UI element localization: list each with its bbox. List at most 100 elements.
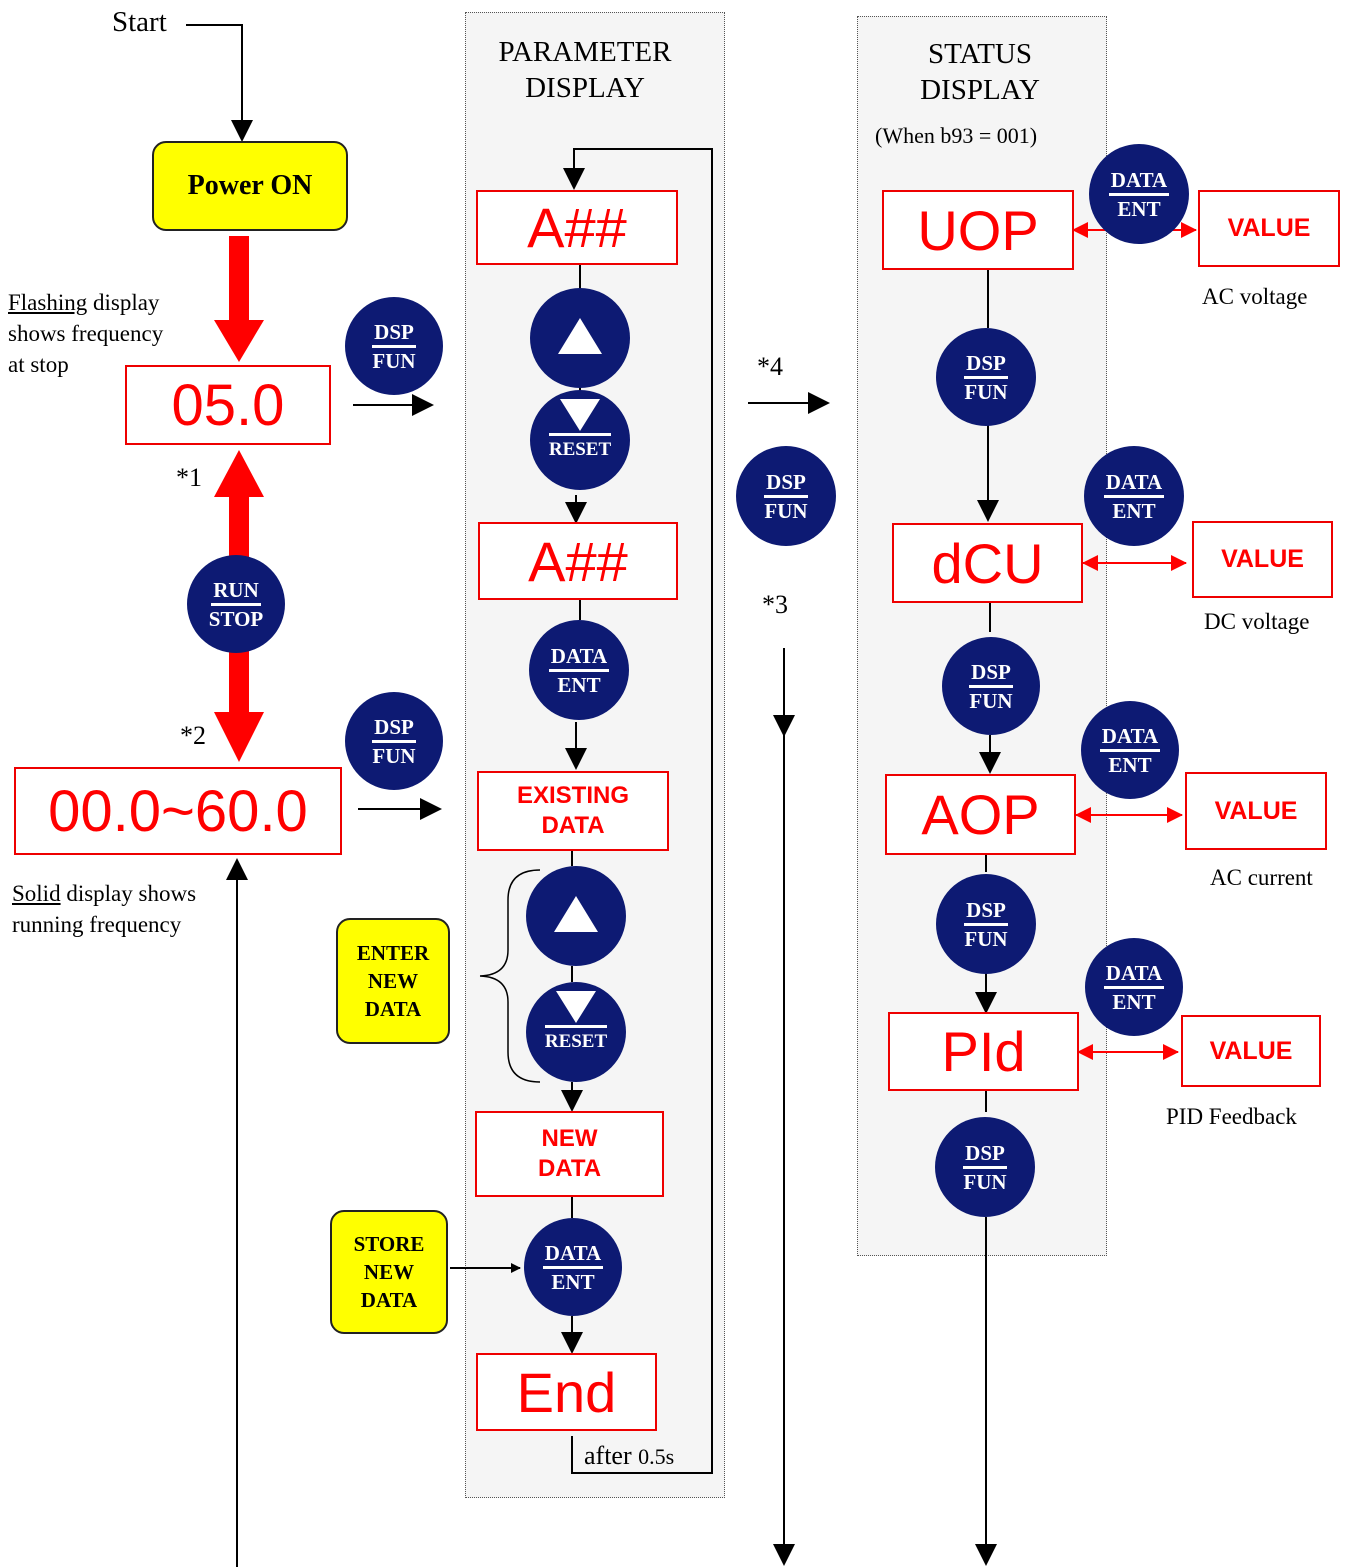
after-label: after <box>584 1441 639 1470</box>
down-reset-button-2[interactable]: RESET <box>526 982 626 1082</box>
data-label: DATA <box>1103 961 1165 989</box>
caption-ac-current: AC current <box>1210 865 1313 890</box>
running-frequency-display: 00.0~60.0 <box>14 767 342 855</box>
value-label: VALUE <box>1227 214 1311 242</box>
start-label: Start <box>112 6 167 38</box>
dsp-fun-button-1[interactable]: DSP FUN <box>345 297 443 395</box>
down-reset-button-1[interactable]: RESET <box>530 390 630 490</box>
status-flow-lines <box>975 270 1001 1566</box>
existing-line2: DATA <box>541 812 605 839</box>
after-delay-label: after 0.5s <box>584 1441 674 1471</box>
status-code-pid: PId <box>888 1012 1079 1091</box>
value-label: VALUE <box>1209 1036 1293 1065</box>
note-1: *1 <box>176 463 202 492</box>
data-label: DATA <box>548 644 610 672</box>
note-2: *2 <box>180 721 206 750</box>
data-ent-button-aop[interactable]: DATA ENT <box>1081 701 1179 799</box>
end-display: End <box>476 1353 657 1431</box>
value-label: VALUE <box>1221 545 1304 573</box>
stop-label: STOP <box>208 606 264 631</box>
status-code-pid-text: PId <box>941 1020 1026 1083</box>
brace <box>479 869 541 1083</box>
fun-label: FUN <box>764 498 808 523</box>
caption-ac-voltage: AC voltage <box>1202 284 1308 309</box>
power-on-label: Power ON <box>187 170 313 201</box>
fun-label: FUN <box>372 743 416 768</box>
running-frequency-value: 00.0~60.0 <box>48 778 308 844</box>
solid-underlined: Solid <box>12 881 61 906</box>
red-flow-arrows <box>214 236 264 762</box>
dsp-label: DSP <box>963 1141 1007 1169</box>
status-title-line2: DISPLAY <box>920 74 1040 106</box>
after-time: 0.5s <box>638 1444 675 1469</box>
data-label: DATA <box>1108 168 1170 196</box>
data-ent-button-pid[interactable]: DATA ENT <box>1085 938 1183 1036</box>
dsp-fun-button-3[interactable]: DSP FUN <box>736 446 836 546</box>
enter-new-data-box: ENTER NEW DATA <box>336 918 450 1044</box>
status-code-aop: AOP <box>885 774 1076 855</box>
down-arrow-icon <box>560 398 600 431</box>
parameter-panel-title: PARAMETER DISPLAY <box>465 34 705 106</box>
status-code-uop-text: UOP <box>917 198 1039 262</box>
solid-note: Solid display shows running frequency <box>12 878 196 940</box>
flashing-line3: at stop <box>8 352 69 377</box>
run-stop-button[interactable]: RUN STOP <box>187 555 285 653</box>
flashing-underlined: Flashing <box>8 290 88 315</box>
ent-label: ENT <box>551 1269 595 1294</box>
data-label: DATA <box>542 1241 604 1269</box>
note-4: *4 <box>757 352 783 381</box>
dsp-label: DSP <box>969 660 1013 688</box>
data-ent-button-uop[interactable]: DATA ENT <box>1089 144 1189 244</box>
parameter-code-display-2: A## <box>478 522 678 600</box>
status-code-uop: UOP <box>882 190 1074 270</box>
store-new-data-box: STORE NEW DATA <box>330 1210 448 1334</box>
status-code-aop-text: AOP <box>921 783 1040 846</box>
ent-label: ENT <box>1108 752 1152 777</box>
ent-label: ENT <box>1117 196 1161 221</box>
store-line2: NEW <box>363 1260 415 1284</box>
dsp-label: DSP <box>764 470 808 498</box>
dsp-fun-button-s2[interactable]: DSP FUN <box>942 637 1040 735</box>
value-label: VALUE <box>1214 796 1298 825</box>
ent-label: ENT <box>1112 498 1156 523</box>
new-line1: NEW <box>541 1125 598 1152</box>
dsp-label: DSP <box>964 351 1008 379</box>
status-code-dcu-text: dCU <box>931 531 1044 595</box>
value-box-ac-voltage: VALUE <box>1198 190 1340 267</box>
run-label: RUN <box>211 578 261 606</box>
dsp-fun-button-s4[interactable]: DSP FUN <box>935 1117 1035 1217</box>
dsp-fun-button-2[interactable]: DSP FUN <box>345 692 443 790</box>
data-ent-button-2[interactable]: DATA ENT <box>524 1218 622 1316</box>
data-label: DATA <box>1103 470 1165 498</box>
fun-label: FUN <box>964 379 1008 404</box>
caption-pid-feedback: PID Feedback <box>1166 1104 1297 1129</box>
dsp-fun-button-s3[interactable]: DSP FUN <box>936 874 1036 974</box>
fun-label: FUN <box>964 926 1008 951</box>
ent-label: ENT <box>1112 989 1156 1014</box>
dsp-label: DSP <box>372 320 416 348</box>
stop-frequency-value: 05.0 <box>171 372 285 438</box>
new-line2: DATA <box>537 1155 602 1182</box>
up-button-1[interactable] <box>530 288 630 388</box>
data-ent-button-1[interactable]: DATA ENT <box>529 620 629 720</box>
up-button-2[interactable] <box>526 866 626 966</box>
fun-label: FUN <box>372 348 416 373</box>
stop-frequency-display: 05.0 <box>125 365 331 445</box>
data-ent-button-dcu[interactable]: DATA ENT <box>1084 446 1184 546</box>
value-box-pid-feedback: VALUE <box>1181 1015 1321 1087</box>
solid-line2: running frequency <box>12 912 182 937</box>
store-line3: DATA <box>360 1288 418 1312</box>
reset-label: RESET <box>548 432 612 462</box>
status-panel-title: STATUS DISPLAY <box>870 36 1090 108</box>
status-subtitle: (When b93 = 001) <box>875 123 1038 148</box>
dsp-fun-button-s1[interactable]: DSP FUN <box>936 328 1036 426</box>
down-arrow-icon <box>556 990 596 1023</box>
status-code-dcu: dCU <box>892 523 1083 603</box>
caption-dc-voltage: DC voltage <box>1204 609 1310 634</box>
parameter-title-line1: PARAMETER <box>498 36 672 68</box>
parameter-code-2: A## <box>528 529 628 593</box>
parameter-title-line2: DISPLAY <box>525 72 645 104</box>
value-box-dc-voltage: VALUE <box>1192 521 1333 598</box>
